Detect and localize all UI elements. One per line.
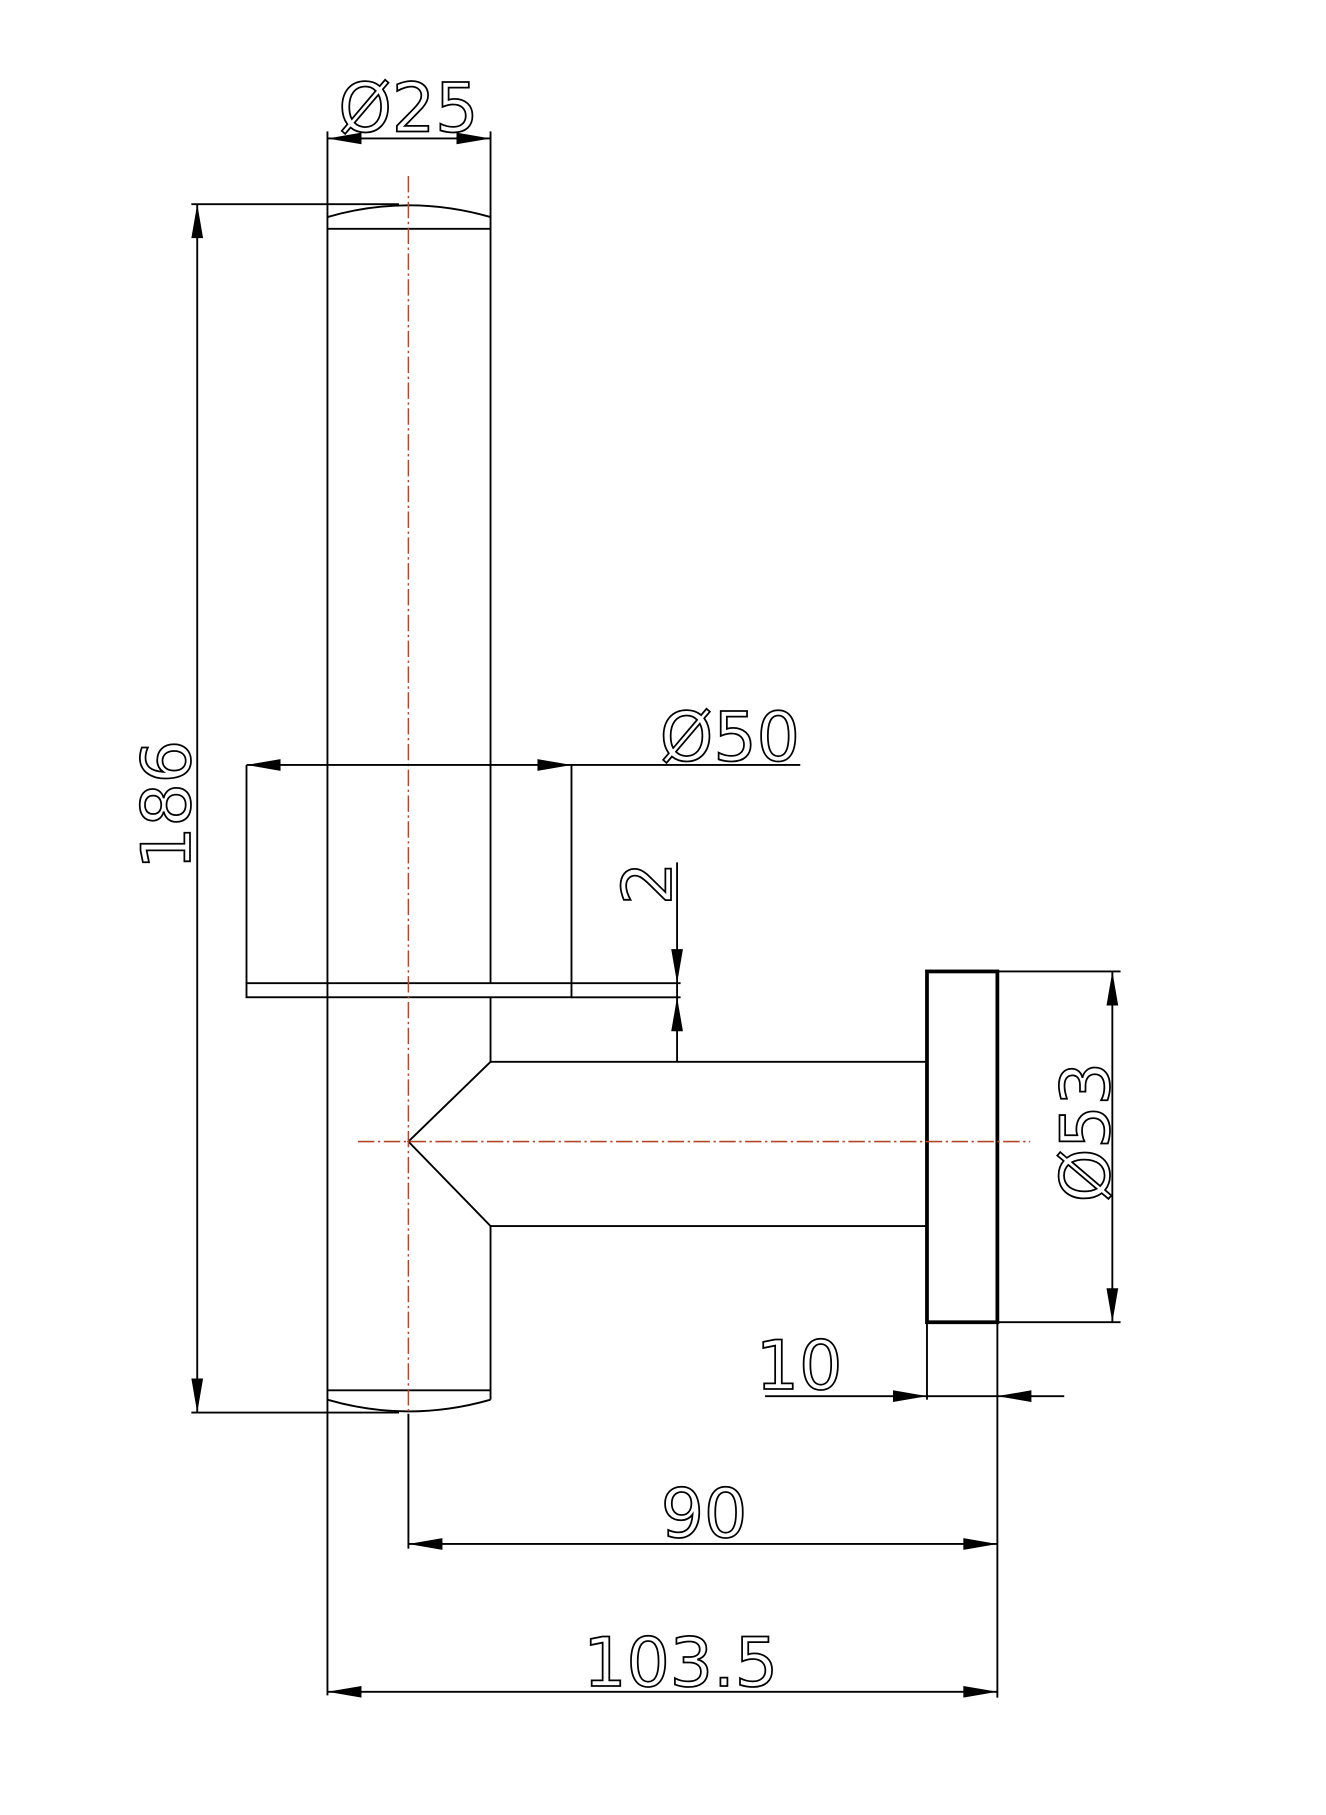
label-arm-projection: 90: [661, 1475, 748, 1554]
label-total-depth: 103.5: [583, 1624, 778, 1703]
label-flange-diameter: Ø50: [660, 698, 800, 777]
dimension-disc-thickness: 10: [755, 1322, 1065, 1407]
dimension-flange-diameter: Ø50: [246, 697, 801, 778]
dimension-total-height: 186: [127, 203, 400, 1414]
dimension-flange-thickness: 2: [571, 861, 689, 1062]
label-disc-diameter: Ø53: [1047, 1062, 1126, 1202]
label-total-height: 186: [128, 740, 207, 870]
end-disc: [925, 969, 1000, 1325]
label-disc-thickness: 10: [756, 1327, 843, 1406]
label-tube-diameter: Ø25: [338, 69, 478, 148]
label-flange-thickness: 2: [609, 862, 688, 905]
dimension-disc-diameter: Ø53: [997, 970, 1127, 1324]
dimension-arm-projection: 90: [407, 1322, 999, 1698]
dimension-total-depth: 103.5: [327, 1623, 998, 1704]
dimension-tube-diameter: Ø25: [326, 69, 492, 212]
horizontal-arm: [407, 1060, 927, 1227]
